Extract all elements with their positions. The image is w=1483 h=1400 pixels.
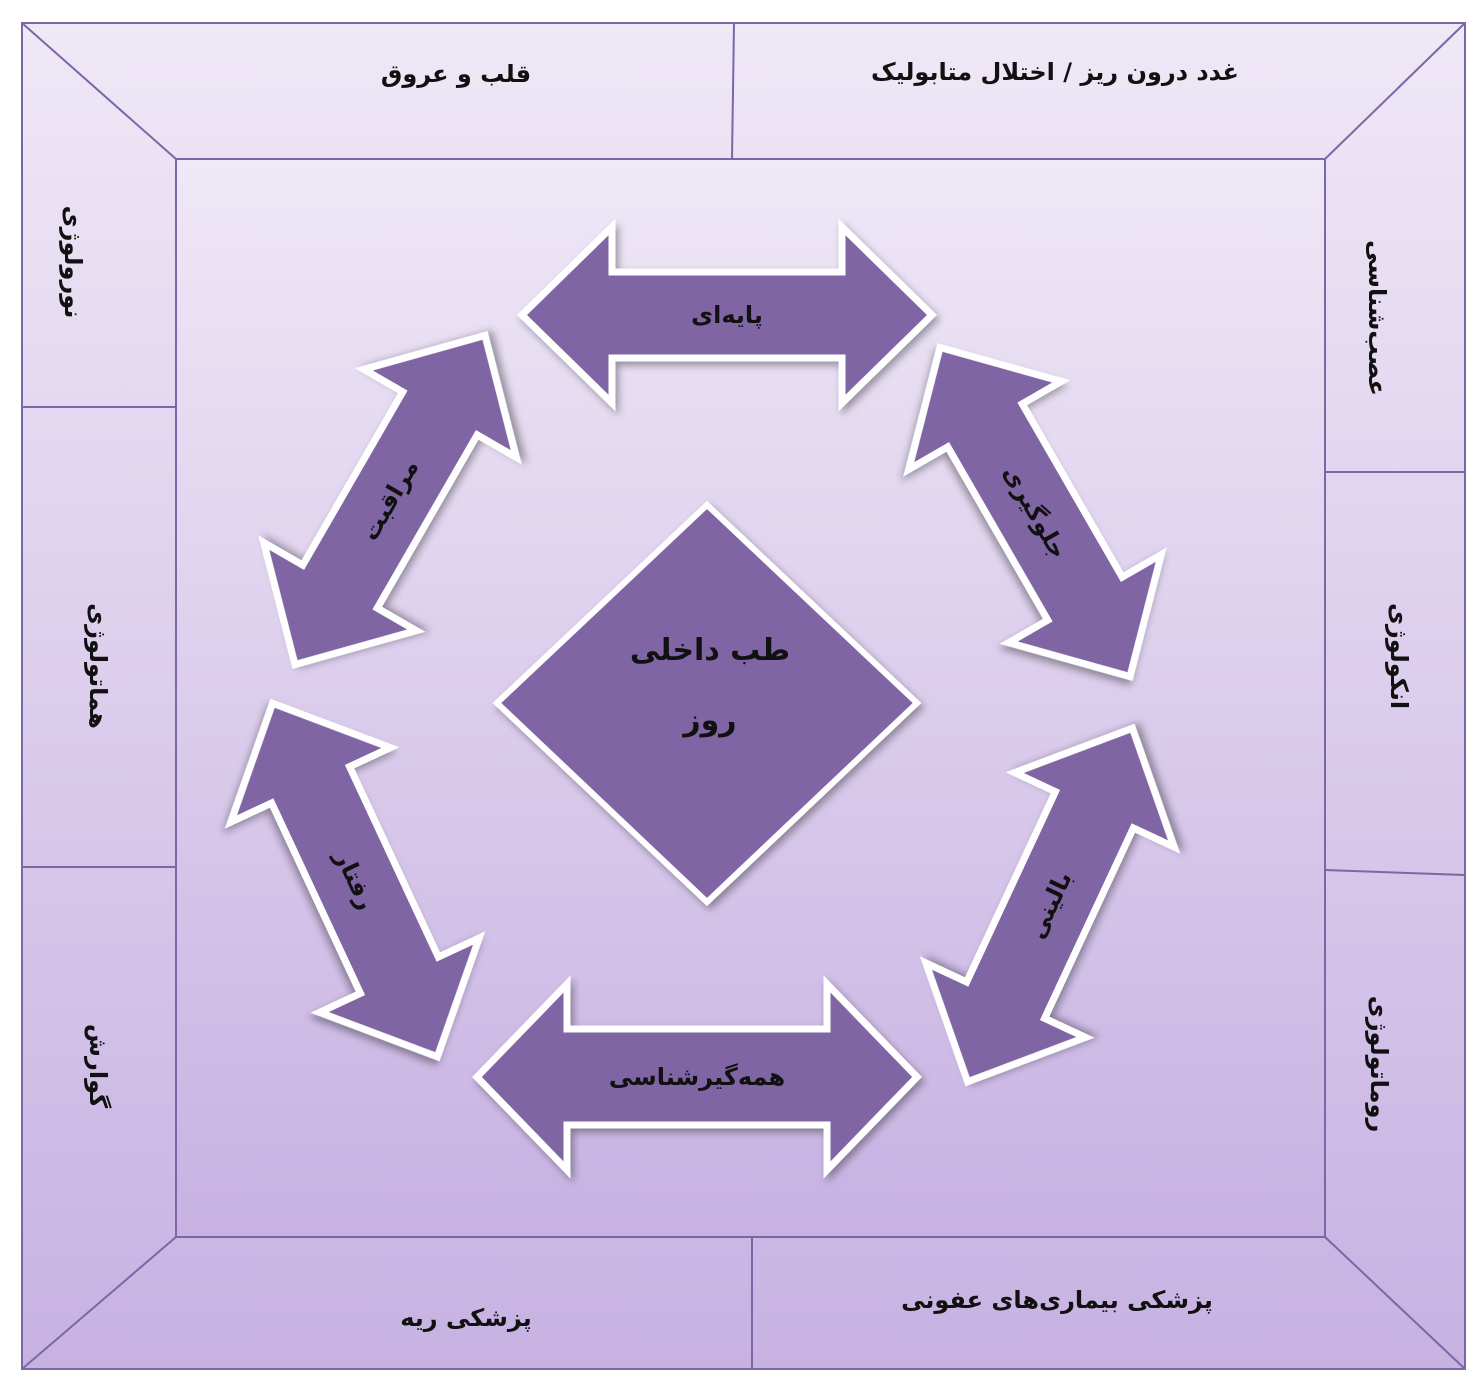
- arrow-bottom: [472, 975, 922, 1179]
- center-subtitle: روز: [681, 703, 736, 738]
- frame-label-left-1: نورولوژی: [59, 206, 87, 319]
- double-arrow-bottom: [472, 975, 922, 1179]
- center-diamond-group: طب داخلی روز: [492, 500, 922, 907]
- double-arrow-top: [516, 218, 938, 412]
- frame-label-right-3: روماتولوژی: [1365, 996, 1393, 1133]
- arrow-lower-left: [224, 698, 486, 1062]
- divider-right-2: [1324, 869, 1466, 876]
- arrow-lower-right: [919, 723, 1181, 1087]
- arrow-upper-right: [903, 343, 1167, 681]
- corner-line-bottom-left: [21, 1236, 177, 1370]
- double-arrow-upper-left: [258, 331, 522, 669]
- arrow-top: [516, 218, 938, 412]
- corner-line-top-left: [21, 22, 177, 160]
- frame-label-left-3: گوارش: [84, 1024, 112, 1108]
- frame-label-top-left: قلب و عروق: [381, 60, 531, 88]
- frame-label-bottom-left: پزشکی ریه: [400, 1304, 532, 1332]
- frame-label-top-right: غدد درون ریز / اختلال متابولیک: [871, 58, 1239, 86]
- frame-labels: قلب و عروق غدد درون ریز / اختلال متابولی…: [59, 58, 1413, 1332]
- double-arrow-lower-right: [919, 723, 1181, 1087]
- center-diamond: [492, 500, 922, 907]
- frame-label-right-2: انکولوژی: [1385, 603, 1413, 709]
- arrow-label-bottom: همه‌گیرشناسی: [609, 1063, 785, 1091]
- corner-line-top-right: [1324, 22, 1466, 160]
- frame-label-right-1: عصب‌شناسی: [1363, 240, 1391, 396]
- frame-label-bottom-right: پزشکی بیماری‌های عفونی: [901, 1286, 1213, 1314]
- divider-top: [731, 22, 735, 160]
- arrow-upper-left: [258, 331, 522, 669]
- arrow-label-top: پایه‌ای: [691, 301, 763, 329]
- frame-label-left-2: هماتولوژی: [84, 603, 112, 729]
- corner-line-bottom-right: [1324, 1236, 1466, 1370]
- center-title: طب داخلی: [630, 633, 790, 668]
- double-arrow-lower-left: [224, 698, 486, 1062]
- double-arrow-upper-right: [903, 343, 1167, 681]
